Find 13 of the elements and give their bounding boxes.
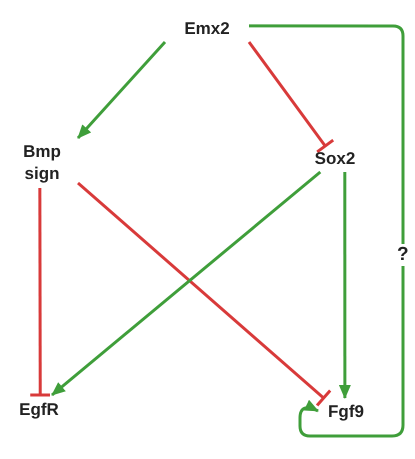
arrow: [51, 170, 322, 396]
gene-label: Sox2: [314, 148, 356, 170]
inhibition-line: [77, 182, 332, 408]
arrow: [76, 41, 166, 139]
gene-label: Fgf9: [328, 401, 364, 423]
gene-label: Bmp sign: [22, 141, 62, 185]
arrow: [249, 24, 404, 438]
edge-label: ?: [396, 244, 410, 266]
arrow: [338, 172, 351, 399]
gene-label: EgfR: [19, 399, 59, 421]
inhibition-line: [248, 41, 335, 154]
gene-label: Emx2: [184, 18, 230, 40]
inhibition-line: [28, 188, 52, 397]
